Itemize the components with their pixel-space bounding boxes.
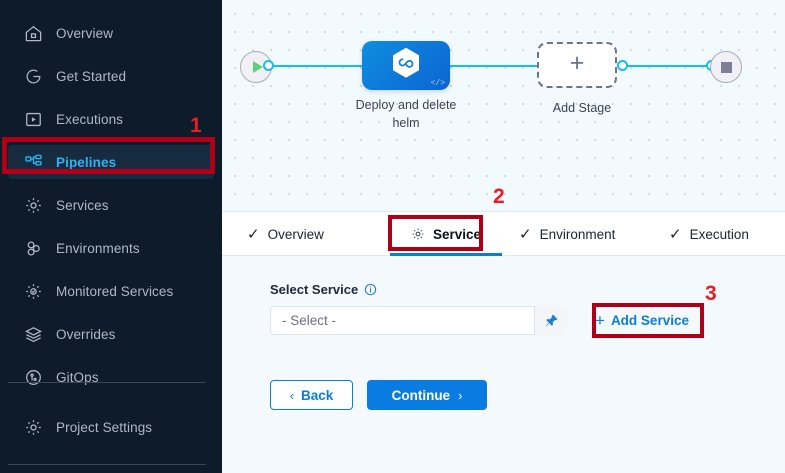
pipeline-edge xyxy=(412,65,537,67)
info-icon[interactable] xyxy=(364,283,377,296)
sidebar-item-services[interactable]: Services xyxy=(8,188,214,222)
annotation-box-3 xyxy=(592,303,704,338)
sidebar-item-label: Get Started xyxy=(56,68,127,84)
sidebar-item-monitored-services[interactable]: Monitored Services xyxy=(8,274,214,308)
pin-icon[interactable] xyxy=(535,306,567,335)
annotation-box-1 xyxy=(2,137,215,174)
sidebar-item-label: GitOps xyxy=(56,369,99,385)
sidebar-item-label: Overrides xyxy=(56,326,116,342)
wizard-tab-bar: ✓ Overview Service ✓ Environment ✓ Execu… xyxy=(222,211,785,256)
select-service-input[interactable]: - Select - xyxy=(270,306,535,335)
pipeline-start-node[interactable] xyxy=(240,51,272,83)
sidebar-item-label: Environments xyxy=(56,240,140,256)
check-icon: ✓ xyxy=(247,225,260,243)
harness-hexagon-icon xyxy=(391,46,421,83)
tab-label: Environment xyxy=(539,226,616,242)
sidebar-item-label: Overview xyxy=(56,25,114,41)
play-triangle-icon xyxy=(252,61,263,73)
layers-icon xyxy=(22,323,44,345)
pipeline-edge xyxy=(622,65,732,67)
tab-overview[interactable]: ✓ Overview xyxy=(247,212,324,256)
check-icon: ✓ xyxy=(669,225,682,243)
sidebar-divider-bottom xyxy=(8,464,206,465)
sidebar-item-environments[interactable]: Environments xyxy=(8,231,214,265)
sidebar-item-get-started[interactable]: Get Started xyxy=(8,59,214,93)
sidebar-item-gitops[interactable]: GitOps xyxy=(8,360,214,394)
chevron-right-icon: › xyxy=(458,387,463,403)
tab-label: Execution xyxy=(689,226,749,242)
code-badge-icon: </> xyxy=(430,79,445,88)
connector-port xyxy=(617,60,628,71)
connector-port xyxy=(263,60,274,71)
pipeline-end-node[interactable] xyxy=(710,51,742,83)
tab-execution[interactable]: ✓ Execution xyxy=(669,212,749,256)
pipeline-icon xyxy=(22,151,44,173)
sidebar-divider-top xyxy=(8,382,206,383)
service-form-panel: Select Service - Select - + Add Service xyxy=(222,256,785,473)
sidebar-item-overrides[interactable]: Overrides xyxy=(8,317,214,351)
sidebar-item-overview[interactable]: Overview xyxy=(8,16,214,50)
continue-label: Continue xyxy=(391,387,451,403)
select-service-control: - Select - xyxy=(270,306,567,335)
sidebar: Overview Get Started E xyxy=(0,0,222,473)
pipeline-canvas[interactable]: </> Deploy and delete helm + Add Stage xyxy=(222,0,785,211)
add-stage-button[interactable]: + xyxy=(537,42,617,88)
annotation-number-3: 3 xyxy=(705,282,717,305)
add-service-label: Add Service xyxy=(610,313,689,328)
tab-label: Overview xyxy=(267,226,324,242)
sidebar-item-label: Executions xyxy=(56,111,124,127)
pipeline-edge xyxy=(267,65,402,67)
sidebar-item-label: Pipelines xyxy=(56,154,117,170)
stage-caption: Deploy and delete helm xyxy=(355,98,457,130)
sidebar-item-project-settings[interactable]: Project Settings xyxy=(8,410,214,444)
annotation-box-2 xyxy=(388,215,483,251)
stop-square-icon xyxy=(720,61,732,73)
environments-icon xyxy=(22,237,44,259)
back-label: Back xyxy=(301,387,334,403)
rocket-icon xyxy=(22,65,44,87)
sidebar-settings-wrap: Project Settings xyxy=(0,410,222,453)
gitops-icon xyxy=(22,366,44,388)
continue-button[interactable]: Continue › xyxy=(367,380,487,410)
check-icon: ✓ xyxy=(519,225,532,243)
tab-label: Service xyxy=(432,226,482,242)
plus-icon: + xyxy=(569,49,585,77)
select-service-label-text: Select Service xyxy=(270,282,359,297)
monitored-services-icon xyxy=(22,280,44,302)
plus-icon: + xyxy=(595,310,605,330)
chevron-left-icon: ‹ xyxy=(289,387,295,403)
home-icon xyxy=(22,22,44,44)
tab-environment[interactable]: ✓ Environment xyxy=(519,212,615,256)
back-button[interactable]: ‹ Back xyxy=(270,380,353,410)
play-box-icon xyxy=(22,108,44,130)
annotation-number-2: 2 xyxy=(493,185,505,208)
gear-icon xyxy=(22,416,44,438)
sidebar-item-label: Services xyxy=(56,197,109,213)
add-service-button[interactable]: + Add Service xyxy=(595,307,689,334)
select-service-label: Select Service xyxy=(270,282,377,297)
sidebar-item-executions[interactable]: Executions xyxy=(8,102,214,136)
gear-icon xyxy=(22,194,44,216)
sidebar-item-label: Monitored Services xyxy=(56,283,174,299)
gear-icon xyxy=(411,227,425,241)
annotation-number-1: 1 xyxy=(190,114,202,137)
add-stage-caption: Add Stage xyxy=(552,101,612,115)
sidebar-item-label: Project Settings xyxy=(56,419,153,435)
pipeline-stage-node[interactable]: </> xyxy=(362,41,450,90)
sidebar-nav: Overview Get Started E xyxy=(0,16,222,403)
tab-service[interactable]: Service xyxy=(390,212,502,256)
